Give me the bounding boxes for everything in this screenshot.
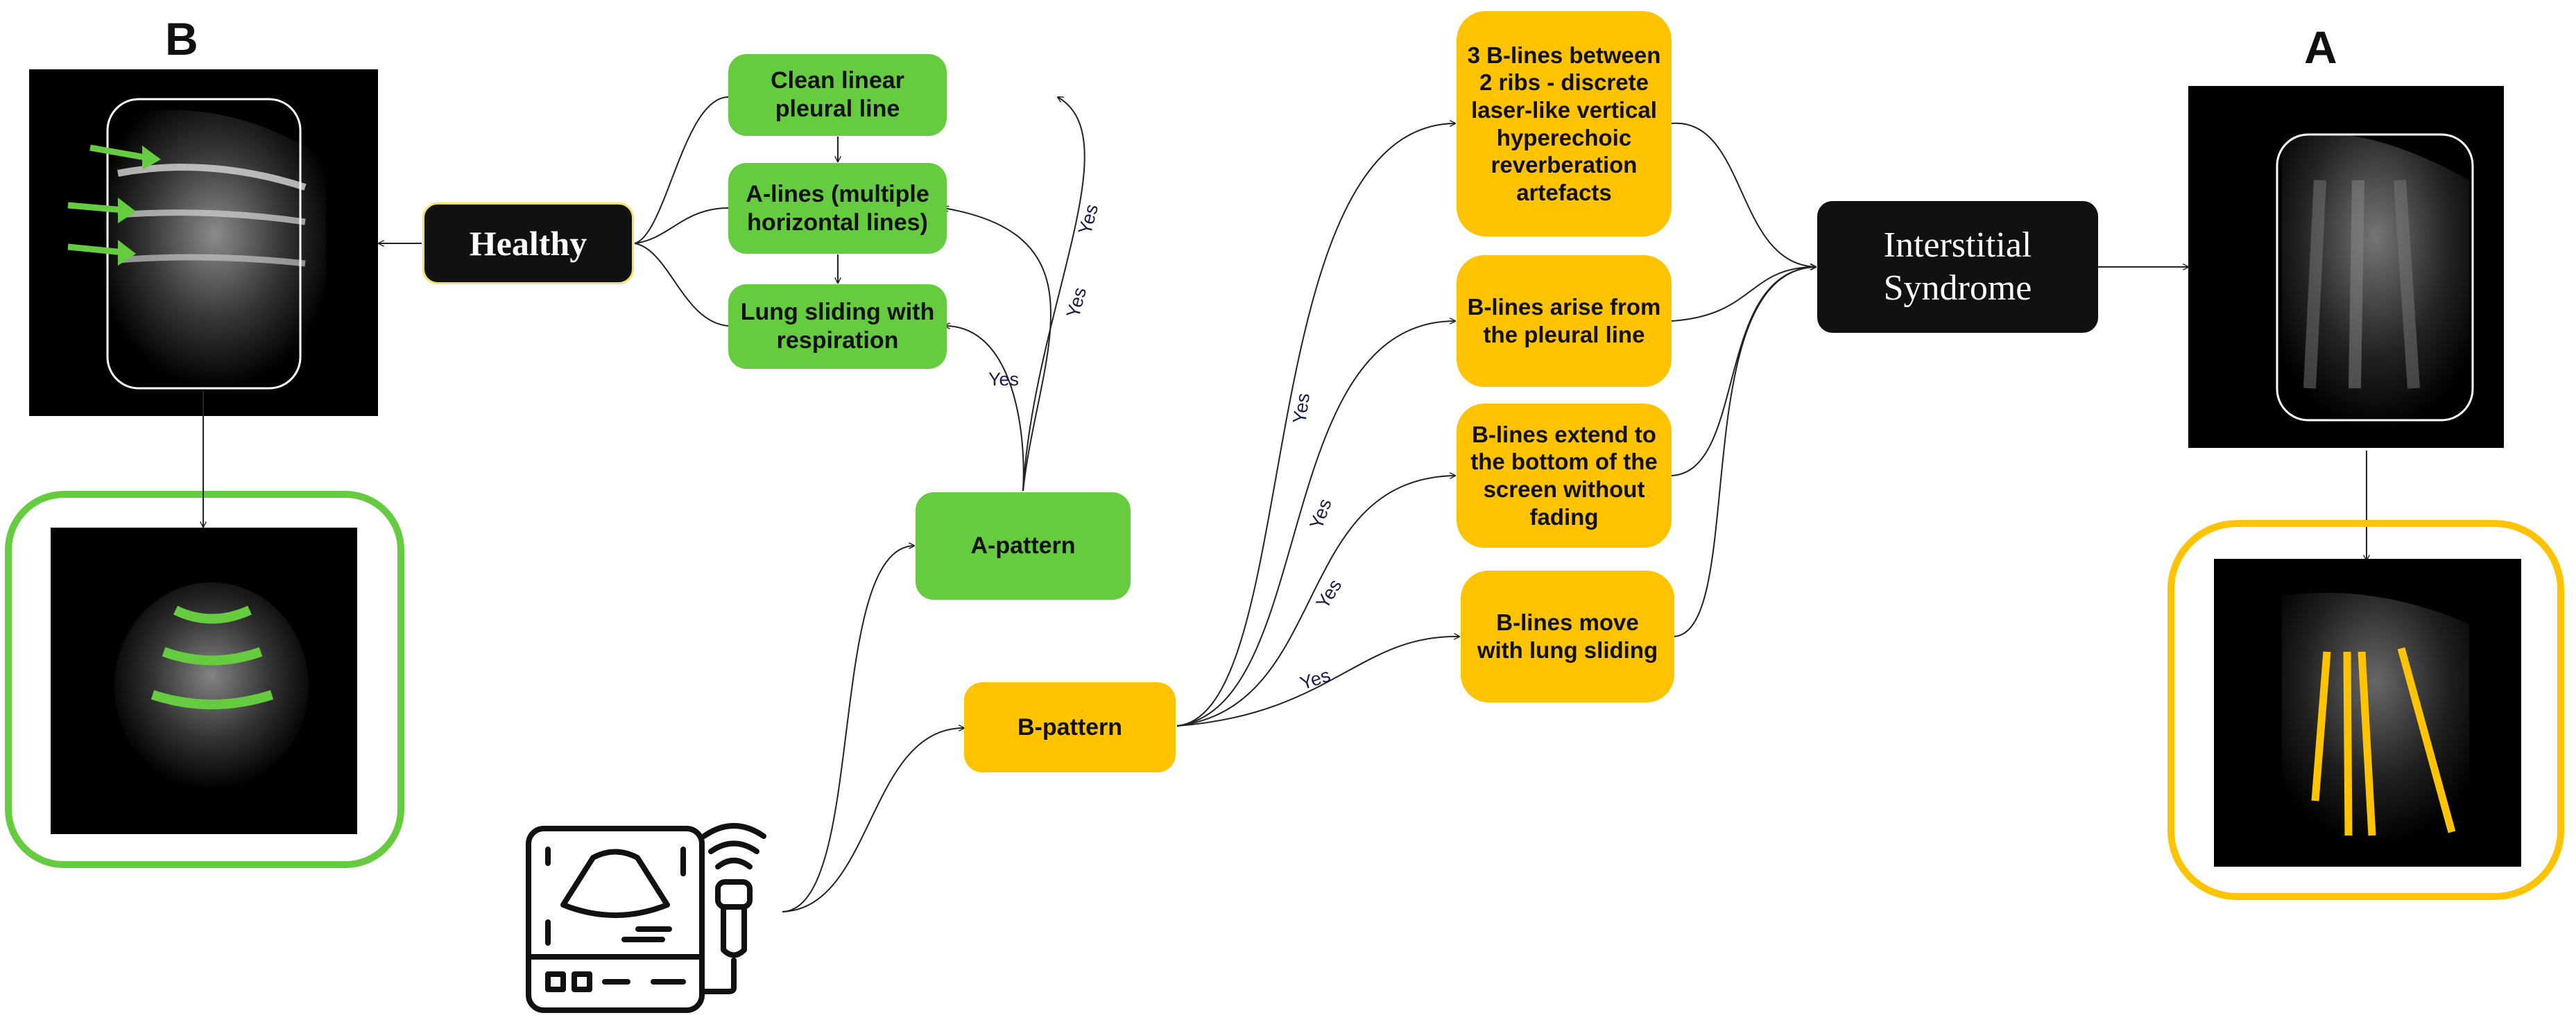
ultrasound-image-a-top xyxy=(2188,86,2504,448)
ultrasound-machine-icon xyxy=(526,823,766,1013)
node-a-pattern: A-pattern xyxy=(916,492,1131,600)
ultrasound-image-b-top xyxy=(29,69,378,416)
node-lung-sliding: Lung sliding with respiration xyxy=(728,284,947,369)
ultrasound-image-b-annotated xyxy=(5,491,404,868)
yes-label: Yes xyxy=(1305,496,1335,532)
node-healthy: Healthy xyxy=(422,202,634,284)
green-arrow-icon xyxy=(67,144,161,266)
yes-label: Yes xyxy=(1289,392,1314,425)
node-3-b-lines: 3 B-lines between 2 ribs - discrete lase… xyxy=(1457,11,1672,236)
yes-label: Yes xyxy=(1312,575,1346,612)
node-b-lines-arise: B-lines arise from the pleural line xyxy=(1457,255,1672,387)
node-clean-pleural-line: Clean linear pleural line xyxy=(728,54,947,136)
node-interstitial-syndrome: Interstitial Syndrome xyxy=(1817,201,2098,333)
node-b-pattern: B-pattern xyxy=(964,682,1176,772)
yes-label: Yes xyxy=(988,369,1019,390)
node-b-lines-extend: B-lines extend to the bottom of the scre… xyxy=(1457,404,1672,548)
node-a-lines: A-lines (multiple horizontal lines) xyxy=(728,163,947,254)
panel-letter-b: B xyxy=(165,13,198,64)
node-b-lines-move: B-lines move with lung sliding xyxy=(1461,571,1674,702)
yes-label: Yes xyxy=(1298,665,1333,694)
panel-letter-a: A xyxy=(2304,21,2337,73)
ultrasound-image-a-annotated xyxy=(2167,520,2564,900)
yes-label: Yes xyxy=(1063,285,1090,320)
